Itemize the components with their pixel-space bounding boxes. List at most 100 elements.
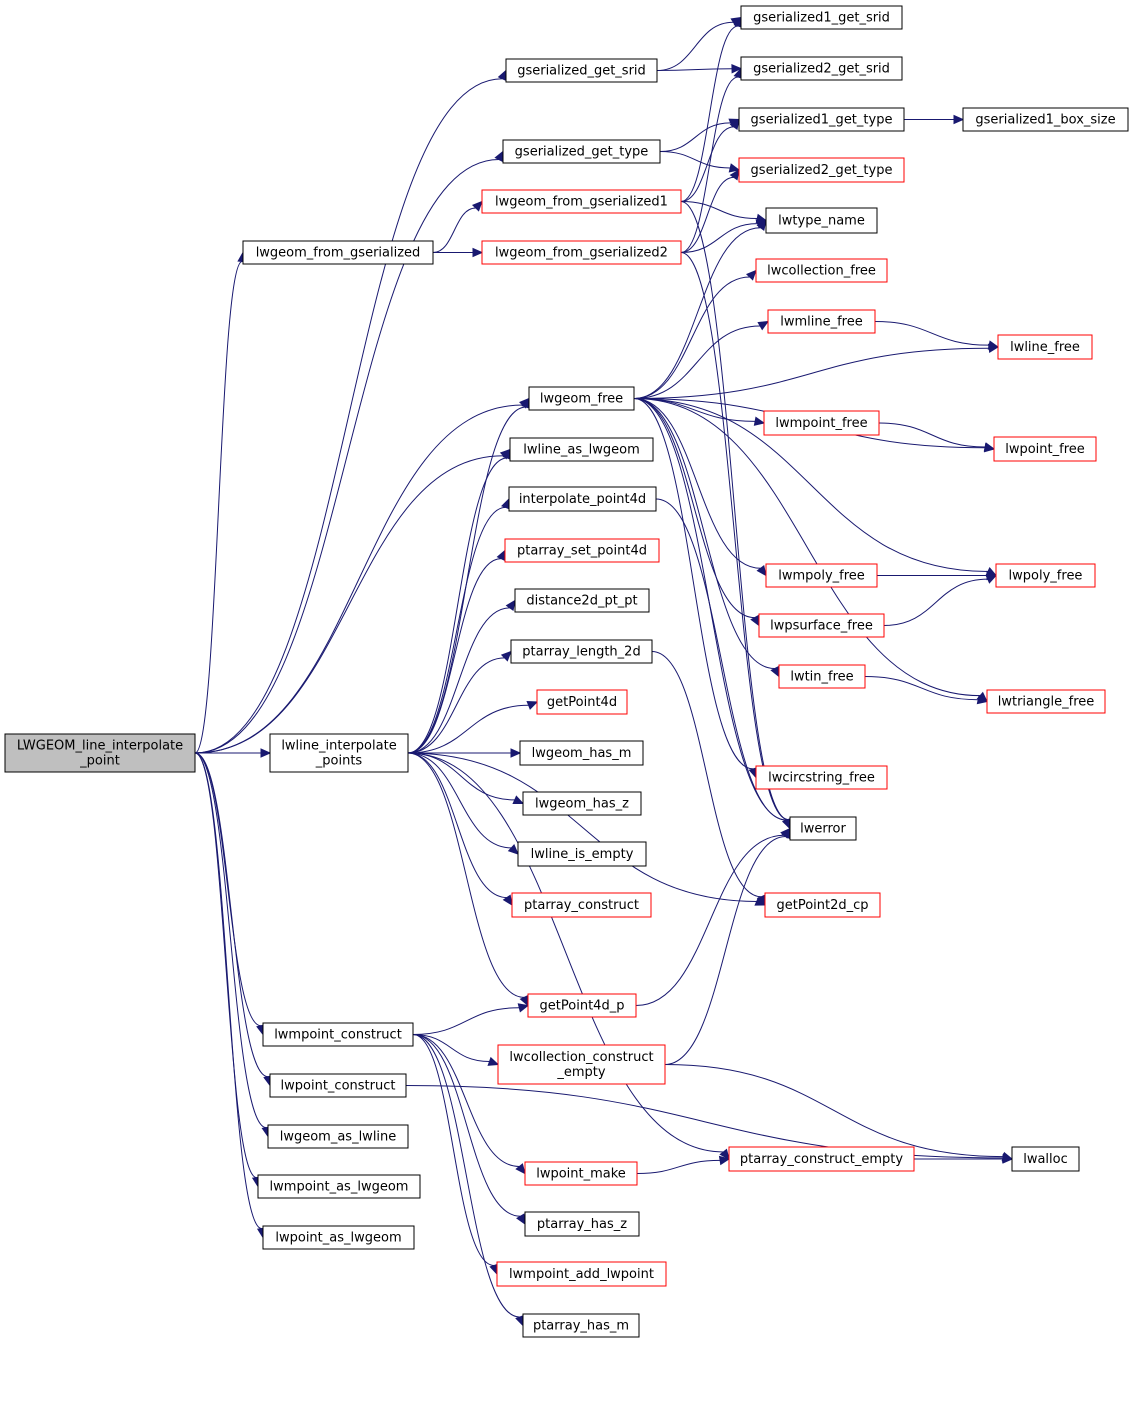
node-lw-from-gs2[interactable]: lwgeom_from_gserialized2: [481, 240, 682, 265]
node-lwgeom-has-z[interactable]: lwgeom_has_z: [522, 791, 642, 816]
edge-lw_from_gs-to-lw_from_gs2: [433, 247, 484, 258]
node-dist2d[interactable]: distance2d_pt_pt: [514, 588, 650, 613]
edge-line: [407, 607, 510, 754]
node-lwpoly-free[interactable]: lwpoly_free: [995, 563, 1096, 588]
node-box: [738, 157, 905, 183]
node-box: [522, 791, 642, 816]
node-getPoint2d-cp[interactable]: getPoint2d_cp: [764, 892, 881, 918]
edge-lwpoint_make-to-pa_construct_empty: [636, 1155, 731, 1174]
node-gs1-get-type[interactable]: gserialized1_get_type: [738, 107, 905, 132]
node-gs1-box-size[interactable]: gserialized1_box_size: [962, 107, 1129, 132]
edge-lwmpoint_construct-to-lwmpoint_add_lwpoint: [412, 1034, 499, 1276]
arrowhead-icon: [976, 694, 989, 705]
node-lwmpoint-as-lwgeom[interactable]: lwmpoint_as_lwgeom: [257, 1174, 421, 1199]
edge-line: [633, 347, 990, 399]
edge-line: [633, 398, 754, 770]
node-lwmpoly-free[interactable]: lwmpoly_free: [765, 563, 878, 588]
node-lwline-as-lwgeom[interactable]: lwline_as_lwgeom: [509, 437, 654, 462]
node-label: ptarray_construct_empty: [740, 1152, 903, 1167]
edge-root-to-lwgeom_as_lwline: [194, 752, 271, 1138]
node-box: [508, 486, 657, 512]
edge-line: [633, 325, 761, 399]
node-pa-has-z[interactable]: ptarray_has_z: [524, 1211, 640, 1237]
node-lwgeom-as-lwline[interactable]: lwgeom_as_lwline: [267, 1124, 409, 1149]
node-box: [481, 240, 682, 265]
edge-lwmpoly_free-to-lwpoly_free: [877, 570, 998, 581]
edge-root-to-lwmpoint_as_lwgeom: [194, 752, 262, 1188]
node-lwpoint-construct[interactable]: lwpoint_construct: [269, 1073, 407, 1098]
node-lwpoint-make[interactable]: lwpoint_make: [524, 1161, 638, 1186]
node-pa-has-m[interactable]: ptarray_has_m: [522, 1313, 640, 1338]
node-lwgeom-free[interactable]: lwgeom_free: [528, 386, 635, 411]
edge-line: [664, 1064, 1004, 1158]
node-lw-from-gs1[interactable]: lwgeom_from_gserialized1: [481, 189, 682, 214]
node-gs-get-srid[interactable]: gserialized_get_srid: [505, 58, 658, 83]
node-pa-construct[interactable]: ptarray_construct: [511, 892, 652, 918]
edge-line: [407, 457, 508, 754]
edge-lwline_interp-to-pa_len2d: [407, 650, 512, 754]
node-lwmpoint-add-lwpoint[interactable]: lwmpoint_add_lwpoint: [496, 1261, 667, 1287]
edge-line: [194, 404, 523, 754]
node-lwline-free[interactable]: lwline_free: [997, 334, 1093, 360]
node-gs1-get-srid[interactable]: gserialized1_get_srid: [740, 5, 903, 30]
node-label: interpolate_point4d: [519, 492, 646, 507]
node-lwcircstring-free[interactable]: lwcircstring_free: [755, 765, 888, 790]
node-lwtype-name[interactable]: lwtype_name: [765, 207, 878, 234]
node-label: lwtype_name: [778, 214, 865, 229]
edge-line: [680, 126, 734, 202]
arrowhead-icon: [1001, 1153, 1014, 1163]
edge-line: [407, 752, 757, 902]
node-pa-len2d[interactable]: ptarray_length_2d: [510, 639, 653, 664]
node-label: lwgeom_free: [540, 392, 623, 407]
node-lwmpoint-construct[interactable]: lwmpoint_construct: [262, 1022, 414, 1047]
node-lwtriangle-free[interactable]: lwtriangle_free: [986, 689, 1106, 714]
node-gs2-get-srid[interactable]: gserialized2_get_srid: [740, 56, 903, 81]
arrowhead-icon: [505, 599, 516, 612]
edge-line: [874, 321, 990, 346]
arrowhead-icon: [516, 1213, 526, 1226]
node-lwpsurface-free[interactable]: lwpsurface_free: [758, 613, 885, 638]
edge-line: [194, 752, 257, 1179]
node-getPoint4d[interactable]: getPoint4d: [536, 689, 628, 715]
node-label: lwgeom_has_m: [532, 746, 632, 761]
node-pa-construct-empty[interactable]: ptarray_construct_empty: [728, 1146, 915, 1172]
node-lwerror[interactable]: lwerror: [789, 816, 857, 841]
node-interp-pt4d[interactable]: interpolate_point4d: [508, 486, 657, 512]
node-label: lwpoint_as_lwgeom: [275, 1231, 401, 1246]
node-box: [993, 436, 1097, 462]
arrowhead-icon: [515, 1163, 526, 1175]
node-lwgeom-has-m[interactable]: lwgeom_has_m: [519, 740, 644, 766]
node-lwmline-free[interactable]: lwmline_free: [767, 309, 876, 334]
node-lw-from-gs[interactable]: lwgeom_from_gserialized: [242, 240, 434, 265]
node-lwmpoint-free[interactable]: lwmpoint_free: [763, 410, 880, 436]
arrowhead-icon: [718, 1155, 731, 1166]
edge-lwmpoint_construct-to-lwpoint_make: [412, 1034, 526, 1175]
edge-gs_get_type-to-gs2_get_type: [659, 151, 741, 173]
node-lwcoll-construct-empty[interactable]: lwcollection_construct_empty: [497, 1044, 666, 1085]
node-getPoint4d-p[interactable]: getPoint4d_p: [527, 993, 637, 1018]
arrowhead-icon: [260, 748, 272, 758]
node-lwpoint-free[interactable]: lwpoint_free: [993, 436, 1097, 462]
node-lwcollection-free[interactable]: lwcollection_free: [755, 258, 888, 283]
node-box: [524, 1161, 638, 1186]
node-gs2-get-type[interactable]: gserialized2_get_type: [738, 157, 905, 183]
node-lwline-interp[interactable]: lwline_interpolate_points: [269, 733, 409, 773]
edge-line: [194, 752, 267, 1129]
node-label: lwline_interpolate: [281, 739, 396, 754]
node-lwpoint-as-lwgeom[interactable]: lwpoint_as_lwgeom: [262, 1225, 415, 1250]
node-box: [514, 588, 650, 613]
node-lwalloc[interactable]: lwalloc: [1011, 1146, 1080, 1172]
node-label: ptarray_construct: [524, 898, 639, 913]
edge-line: [407, 558, 502, 754]
node-gs-get-type[interactable]: gserialized_get_type: [502, 139, 661, 164]
edge-line: [878, 422, 986, 448]
arrowhead-icon: [728, 163, 741, 173]
node-label: _empty: [556, 1065, 606, 1080]
node-box: [986, 689, 1106, 714]
node-lwline-is-empty[interactable]: lwline_is_empty: [517, 841, 647, 867]
node-box: [728, 1146, 915, 1172]
arrowhead-icon: [472, 247, 484, 258]
node-lwtin-free[interactable]: lwtin_free: [778, 664, 866, 689]
edge-line: [633, 398, 755, 619]
node-pa-set-pt4d[interactable]: ptarray_set_point4d: [504, 538, 660, 563]
